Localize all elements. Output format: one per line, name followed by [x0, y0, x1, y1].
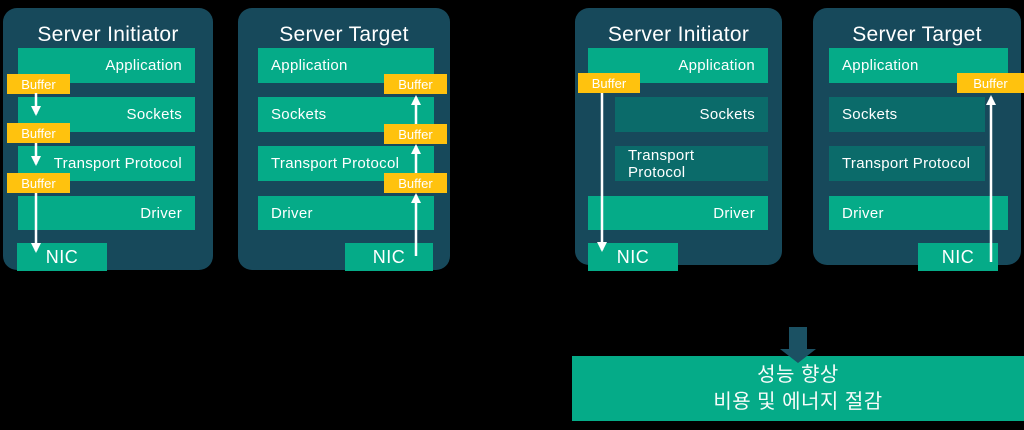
layer-sockets-bypassed: Sockets: [615, 97, 768, 132]
layer-transport-protocol-bypassed: Transport Protocol: [829, 146, 985, 181]
panel-title: Server Initiator: [607, 23, 750, 46]
layer-sockets-bypassed: Sockets: [829, 97, 985, 132]
layer-driver: Driver: [18, 196, 195, 230]
panel-rdma-initiator: Server Initiator Application Sockets Tra…: [575, 8, 782, 271]
panel-title: Server Target: [852, 23, 982, 46]
nic-box: NIC: [17, 243, 107, 271]
buffer-box: Buffer: [384, 74, 447, 94]
buffer-box: Buffer: [7, 74, 70, 94]
panel-rdma-target: Server Target Application Sockets Transp…: [813, 8, 1024, 271]
nic-box: NIC: [345, 243, 433, 271]
result-line-2: 비용 및 에너지 절감: [713, 390, 883, 413]
buffer-box: Buffer: [384, 124, 447, 144]
panel-title: Server Target: [279, 23, 409, 46]
panel-title: Server Initiator: [37, 23, 179, 46]
result-box: 성능 향상 비용 및 에너지 절감: [572, 356, 1024, 421]
result-arrow-shaft: [789, 327, 807, 350]
layer-driver: Driver: [588, 196, 768, 230]
buffer-box: Buffer: [384, 173, 447, 193]
nic-box: NIC: [918, 243, 998, 271]
result-line-1: 성능 향상: [757, 363, 839, 386]
panel-classic-target: Server Target Application Sockets Transp…: [238, 8, 450, 271]
layer-driver: Driver: [829, 196, 1008, 230]
buffer-box: Buffer: [7, 173, 70, 193]
nic-box: NIC: [588, 243, 678, 271]
layer-driver: Driver: [258, 196, 434, 230]
buffer-box: Buffer: [7, 123, 70, 143]
buffer-box: Buffer: [957, 73, 1024, 93]
buffer-box: Buffer: [578, 73, 640, 93]
panel-classic-initiator: Server Initiator Application Sockets Tra…: [3, 8, 213, 271]
layer-transport-protocol-bypassed: Transport Protocol: [615, 146, 768, 181]
result-arrow-head-icon: [780, 349, 816, 363]
